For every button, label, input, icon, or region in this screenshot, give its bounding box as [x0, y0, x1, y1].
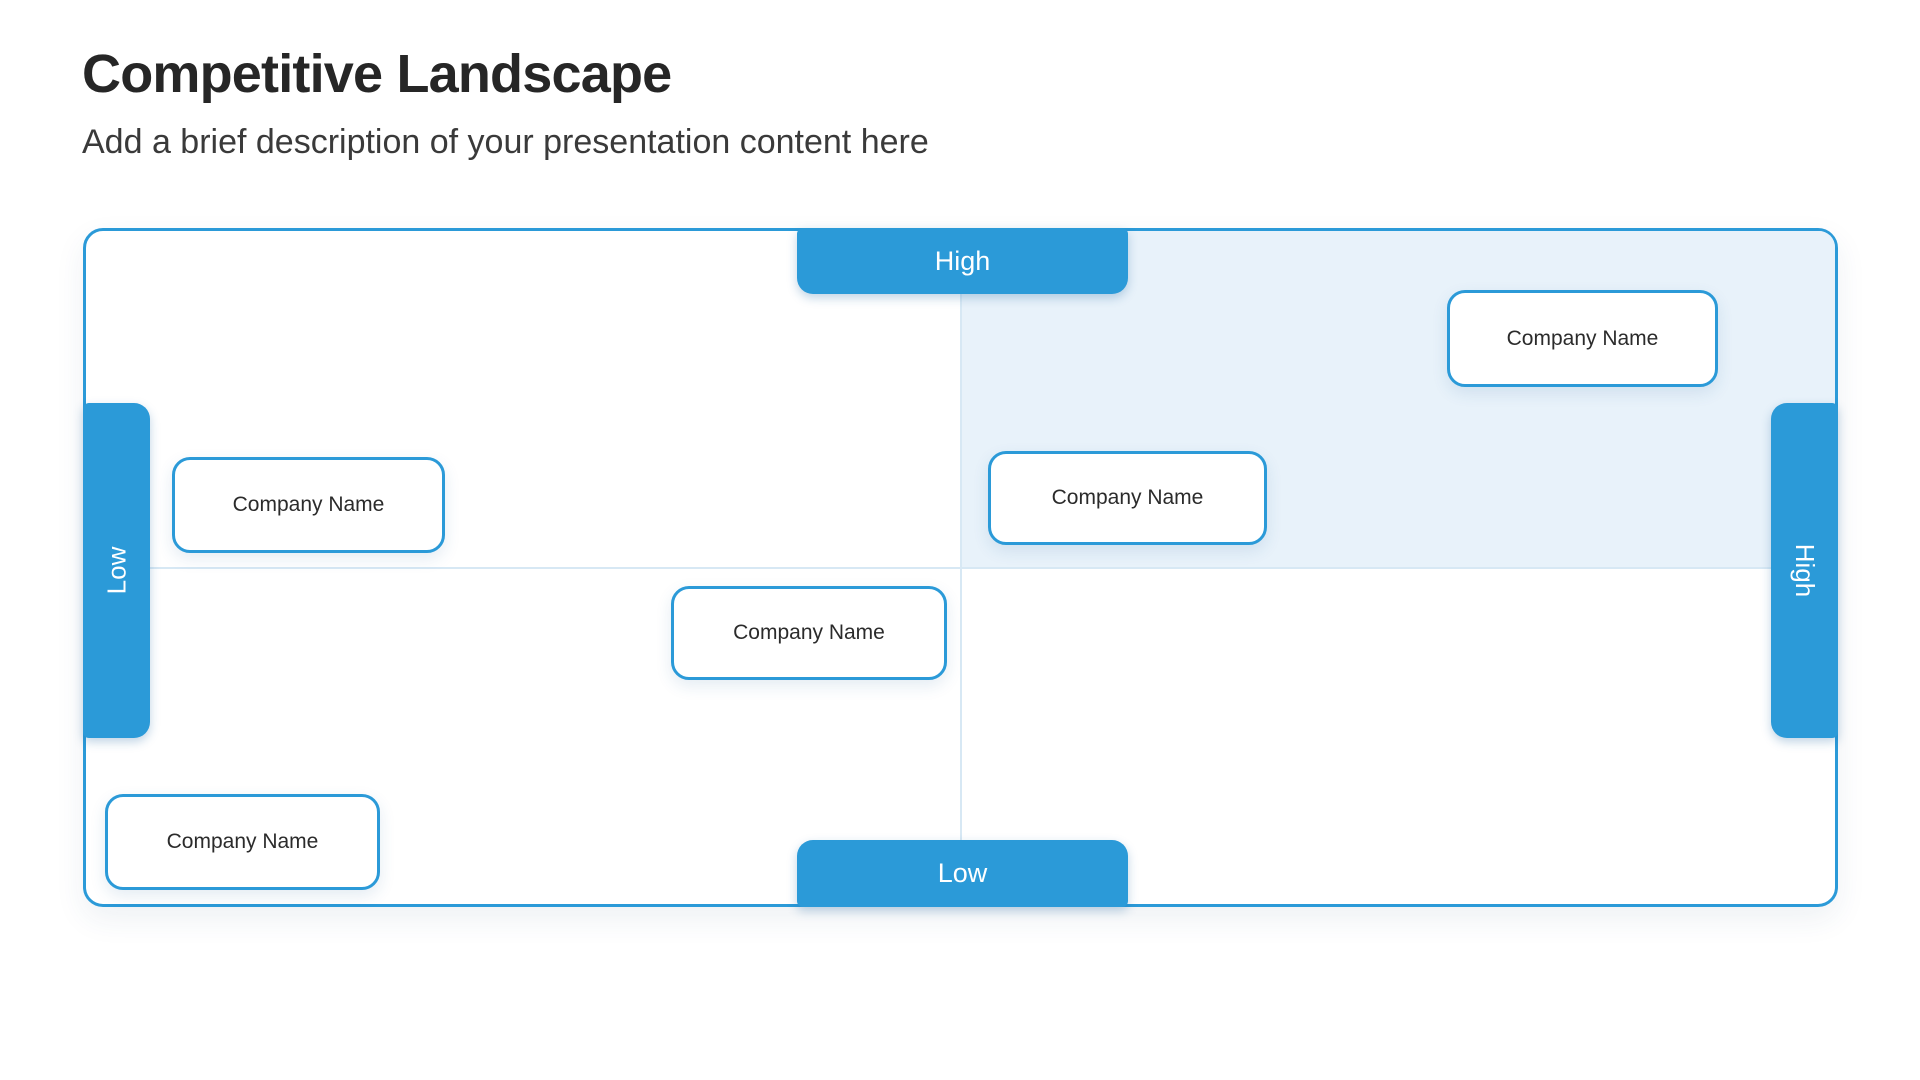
company-card-bottom-left: Company Name: [105, 794, 380, 890]
competitive-matrix: High Low Low High Company Name Company N…: [83, 228, 1838, 907]
company-card-label: Company Name: [1051, 486, 1204, 509]
axis-label-top-text: High: [934, 245, 991, 276]
axis-label-right: High: [1771, 403, 1838, 738]
matrix-horizontal-divider: [86, 567, 1835, 569]
company-card-label: Company Name: [1506, 326, 1659, 350]
axis-label-top: High: [797, 228, 1128, 294]
company-card-label: Company Name: [733, 621, 885, 644]
axis-label-bottom: Low: [797, 840, 1128, 907]
company-card-label: Company Name: [232, 493, 385, 516]
axis-label-left-text: Low: [100, 546, 131, 595]
axis-label-left: Low: [83, 403, 150, 738]
company-card-center-right: Company Name: [988, 451, 1267, 545]
company-card-center-bottom: Company Name: [671, 586, 947, 680]
axis-label-bottom-text: Low: [937, 858, 988, 888]
slide-subtitle: Add a brief description of your presenta…: [82, 123, 929, 161]
company-card-label: Company Name: [166, 830, 319, 853]
axis-label-right-text: High: [1789, 543, 1820, 598]
slide-title: Competitive Landscape: [82, 44, 672, 104]
company-card-top-right: Company Name: [1447, 290, 1718, 387]
header: Competitive Landscape Add a brief descri…: [82, 42, 929, 164]
company-card-left: Company Name: [172, 457, 445, 553]
